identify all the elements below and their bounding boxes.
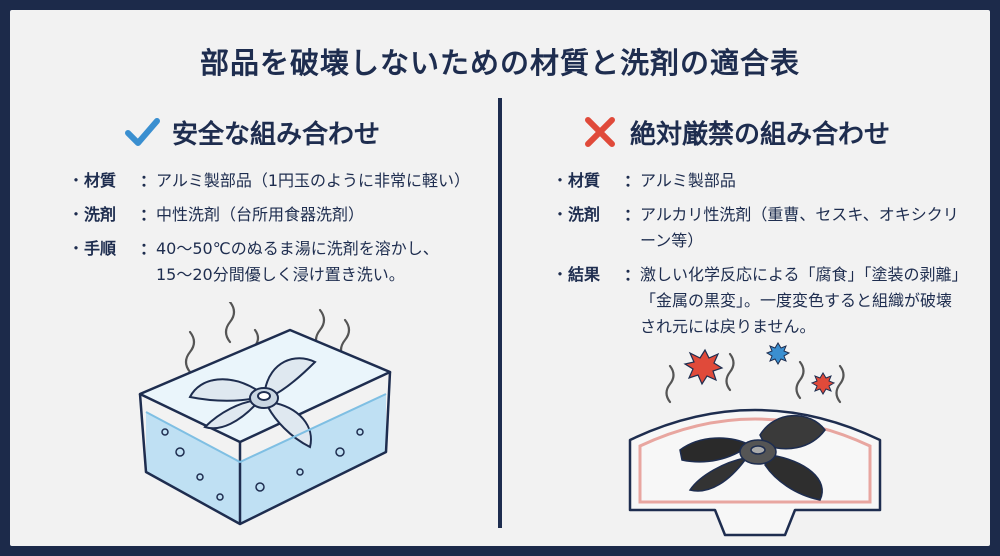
row-line: アルミ製部品 [640, 171, 736, 190]
row-line: 「金属の黒変」。一度変色すると組織が破壊 [640, 291, 953, 310]
bullet-dot: ・ [68, 171, 85, 190]
row-value: アルカリ性洗剤（重曹、セスキ、オキシクリーン等） [640, 202, 980, 254]
safe-row-procedure: ・ 手順 ： 40〜50℃のぬるま湯に洗剤を溶かし、 15〜20分間優しく浸け置… [10, 236, 480, 288]
danger-heading-text: 絶対厳禁の組み合わせ [630, 119, 891, 150]
bullet-dot: ・ [552, 205, 569, 224]
bubble-icon [161, 428, 364, 501]
blackened-fan-icon [679, 414, 826, 501]
row-line: 15〜20分間優しく浸け置き洗い。 [156, 265, 405, 284]
row-value: 中性洗剤（台所用食器洗剤） [156, 202, 480, 228]
bullet-dot: ・ [552, 265, 569, 284]
safe-column: 安全な組み合わせ ・ 材質 ： アルミ製部品（1円玉のように非常に軽い） ・ 洗… [10, 110, 480, 296]
row-line: 激しい化学反応による「腐食」「塗装の剥離」 [640, 265, 968, 284]
corrosion-burst-icon [683, 342, 836, 395]
row-line: され元には戻りません。 [640, 317, 816, 336]
row-colon: ： [624, 171, 641, 190]
row-value: アルミ製部品 [640, 168, 980, 194]
compatibility-card: 部品を破壊しないための材質と洗剤の適合表 安全な組み合わせ ・ 材質 ： アルミ… [10, 10, 990, 546]
danger-row-material: ・ 材質 ： アルミ製部品 [510, 168, 980, 194]
danger-heading: 絶対厳禁の組み合わせ [510, 110, 980, 154]
danger-row-result: ・ 結果 ： 激しい化学反応による「腐食」「塗装の剥離」 「金属の黒変」。一度変… [510, 262, 980, 340]
safe-heading-text: 安全な組み合わせ [172, 119, 381, 150]
danger-row-detergent: ・ 洗剤 ： アルカリ性洗剤（重曹、セスキ、オキシクリーン等） [510, 202, 980, 254]
row-label: 材質 [84, 171, 117, 190]
column-divider [498, 98, 502, 528]
row-value: 激しい化学反応による「腐食」「塗装の剥離」 「金属の黒変」。一度変色すると組織が… [640, 262, 980, 340]
row-colon: ： [140, 239, 157, 258]
row-value: アルミ製部品（1円玉のように非常に軽い） [156, 168, 480, 194]
row-line: 中性洗剤（台所用食器洗剤） [156, 205, 365, 224]
check-icon [125, 118, 160, 146]
corroded-fan-illustration [628, 342, 882, 537]
bullet-dot: ・ [552, 171, 569, 190]
row-colon: ： [140, 171, 157, 190]
row-label: 材質 [568, 171, 601, 190]
row-label: 結果 [568, 265, 601, 284]
safe-row-material: ・ 材質 ： アルミ製部品（1円玉のように非常に軽い） [10, 168, 480, 194]
row-colon: ： [624, 205, 641, 224]
safe-row-detergent: ・ 洗剤 ： 中性洗剤（台所用食器洗剤） [10, 202, 480, 228]
steam-icon [665, 352, 845, 404]
soaking-tub-illustration [138, 302, 392, 526]
row-line: 40〜50℃のぬるま湯に洗剤を溶かし、 [156, 239, 439, 258]
fan-icon [188, 357, 317, 449]
row-colon: ： [140, 205, 157, 224]
row-line: アルミ製部品（1円玉のように非常に軽い） [156, 171, 471, 190]
bullet-dot: ・ [68, 205, 85, 224]
row-line: アルカリ性洗剤（重曹、セスキ、オキシクリーン等） [640, 205, 959, 250]
row-colon: ： [624, 265, 641, 284]
danger-column: 絶対厳禁の組み合わせ ・ 材質 ： アルミ製部品 ・ 洗剤 ： アルカリ性洗剤（… [510, 110, 980, 348]
bullet-dot: ・ [68, 239, 85, 258]
row-value: 40〜50℃のぬるま湯に洗剤を溶かし、 15〜20分間優しく浸け置き洗い。 [156, 236, 480, 288]
safe-heading: 安全な組み合わせ [10, 110, 480, 154]
row-label: 洗剤 [568, 205, 601, 224]
page-title: 部品を破壊しないための材質と洗剤の適合表 [199, 46, 800, 80]
cross-icon [585, 117, 615, 147]
row-label: 手順 [84, 239, 117, 258]
row-label: 洗剤 [84, 205, 117, 224]
